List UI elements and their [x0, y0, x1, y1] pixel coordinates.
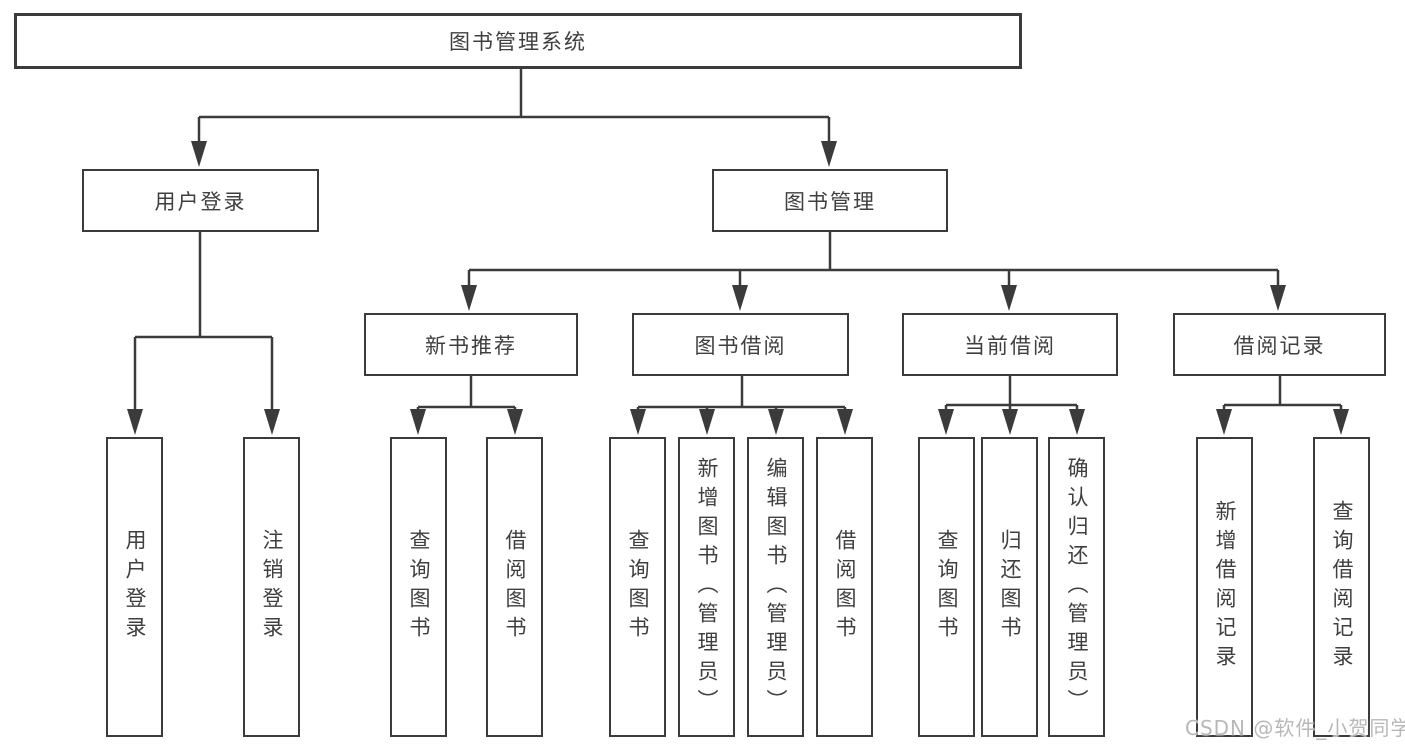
arrow-down-icon — [768, 409, 784, 435]
arrow-down-icon — [264, 409, 280, 435]
leaf-query-books-3: 查询图书 — [918, 437, 975, 737]
arrow-down-icon — [821, 141, 837, 167]
leaf-edit-books-admin: 编辑图书（管理员） — [747, 437, 804, 737]
leaf-label: 查询图书 — [407, 529, 431, 645]
leaf-label: 查询图书 — [626, 529, 650, 645]
node-label: 图书借阅 — [694, 333, 787, 358]
arrow-down-icon — [461, 285, 477, 311]
arrow-down-icon — [630, 409, 646, 435]
node-label: 图书管理 — [784, 189, 876, 214]
leaf-label: 查询借阅记录 — [1330, 500, 1354, 674]
arrow-down-icon — [938, 409, 954, 435]
leaf-label: 查询图书 — [935, 529, 959, 645]
leaf-label: 新增借阅记录 — [1213, 500, 1237, 674]
csdn-watermark: CSDN @软件_小贺同学 — [1185, 716, 1405, 740]
connector-borrow-to-children — [630, 376, 853, 435]
leaf-borrow-books-2: 借阅图书 — [816, 437, 873, 737]
arrow-down-icon — [837, 409, 853, 435]
leaf-label: 新增图书（管理员） — [695, 456, 719, 718]
node-label: 新书推荐 — [425, 333, 517, 358]
arrow-down-icon — [1216, 409, 1232, 435]
arrow-down-icon — [732, 285, 748, 311]
arrow-down-icon — [127, 409, 143, 435]
connector-current-to-children — [938, 376, 1085, 435]
leaf-query-books: 查询图书 — [390, 437, 447, 737]
leaf-label: 注销登录 — [260, 529, 284, 645]
connector-records-to-children — [1216, 376, 1349, 435]
leaf-label: 用户登录 — [123, 529, 147, 645]
arrow-down-icon — [1002, 409, 1018, 435]
leaf-label: 借阅图书 — [833, 529, 857, 645]
leaf-return-books: 归还图书 — [981, 437, 1038, 737]
leaf-label: 借阅图书 — [503, 529, 527, 645]
arrow-down-icon — [410, 409, 426, 435]
arrow-down-icon — [191, 141, 207, 167]
connector-recommend-to-children — [410, 376, 523, 435]
node-label: 当前借阅 — [964, 333, 1056, 358]
node-book-management: 图书管理 — [712, 169, 948, 232]
node-new-book-recommend: 新书推荐 — [364, 313, 578, 376]
node-user-login: 用户登录 — [82, 169, 319, 232]
arrow-down-icon — [1270, 285, 1286, 311]
leaf-logout: 注销登录 — [243, 437, 300, 737]
node-label: 用户登录 — [154, 189, 247, 214]
node-book-borrowing: 图书借阅 — [632, 313, 849, 376]
node-borrow-records: 借阅记录 — [1173, 313, 1386, 376]
arrow-down-icon — [1069, 409, 1085, 435]
node-current-borrowing: 当前借阅 — [902, 313, 1118, 376]
leaf-borrow-books: 借阅图书 — [486, 437, 543, 737]
leaf-confirm-return-admin: 确认归还（管理员） — [1048, 437, 1105, 737]
leaf-query-borrow-record: 查询借阅记录 — [1313, 437, 1370, 737]
connector-root-to-level2 — [191, 69, 837, 167]
node-label: 图书管理系统 — [449, 30, 587, 54]
leaf-user-login: 用户登录 — [106, 437, 163, 737]
arrow-down-icon — [1333, 409, 1349, 435]
node-label: 借阅记录 — [1233, 333, 1326, 358]
arrow-down-icon — [1001, 285, 1017, 311]
leaf-add-borrow-record: 新增借阅记录 — [1196, 437, 1253, 737]
arrow-down-icon — [507, 409, 523, 435]
leaf-query-books-2: 查询图书 — [609, 437, 666, 737]
connector-bookmgmt-to-level3 — [461, 232, 1286, 311]
leaf-add-books-admin: 新增图书（管理员） — [678, 437, 735, 737]
node-library-system: 图书管理系统 — [14, 13, 1022, 69]
leaf-label: 编辑图书（管理员） — [764, 456, 788, 718]
leaf-label: 确认归还（管理员） — [1065, 456, 1089, 718]
connector-login-to-children — [127, 232, 280, 435]
arrow-down-icon — [699, 409, 715, 435]
leaf-label: 归还图书 — [998, 529, 1022, 645]
